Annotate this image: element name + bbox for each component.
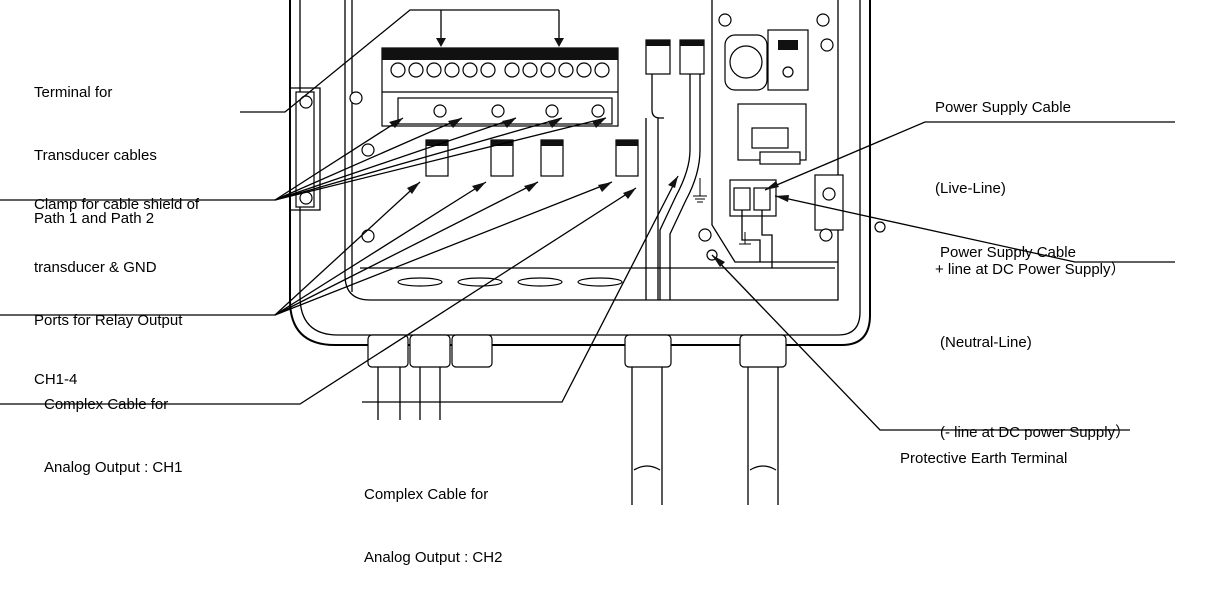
label-line: Transducer cables: [34, 147, 157, 164]
label-power-live: Power Supply Cable (Live-Line) + line at…: [935, 40, 1126, 310]
label-line: Terminal for: [34, 84, 113, 101]
screw-icon: [361, 229, 375, 243]
label-line: Analog Output : CH2: [364, 549, 503, 566]
label-terminal-transducer: Terminal for Transducer cables Path 1 an…: [34, 40, 157, 250]
label-line: (Live-Line): [935, 180, 1006, 197]
label-line: Ports for Relay Output: [34, 312, 183, 329]
label-line: + line at DC Power Supply）: [935, 261, 1126, 278]
label-line: Protective Earth Terminal: [900, 450, 1068, 467]
label-analog-ch1: Complex Cable for Analog Output : CH1: [44, 352, 182, 499]
label-line: Power Supply Cable: [935, 99, 1071, 116]
relay-ports: [425, 139, 639, 177]
label-line: Power Supply Cable: [940, 244, 1076, 261]
enclosure: [289, 0, 886, 346]
label-relay-ports: Ports for Relay Output CH1-4: [34, 268, 182, 408]
label-line: transducer & GND: [34, 259, 157, 276]
label-line: Clamp for cable shield of: [34, 196, 200, 213]
transducer-terminal-block: [381, 9, 619, 127]
screw-icon: [361, 143, 375, 157]
label-line: (- line at DC power Supply）: [940, 424, 1131, 441]
label-protective-earth: Protective Earth Terminal: [900, 406, 1067, 490]
label-line: Complex Cable for: [44, 396, 169, 413]
cable-glands: [367, 334, 787, 505]
label-analog-ch2: Complex Cable for Analog Output : CH2: [364, 442, 502, 589]
label-line: CH1-4: [34, 371, 78, 388]
label-clamp-shield: Clamp for cable shield of transducer & G…: [34, 152, 199, 299]
label-line: Analog Output : CH1: [44, 459, 183, 476]
power-section: [698, 0, 838, 268]
label-power-neutral: Power Supply Cable (Neutral-Line) (- lin…: [940, 178, 1130, 478]
wiring-diagram: [0, 0, 1175, 505]
screw-icon: [349, 91, 363, 105]
label-line: (Neutral-Line): [940, 334, 1032, 351]
label-line: Complex Cable for: [364, 486, 489, 503]
leader-lines: [0, 9, 1175, 431]
analog-connectors: [645, 39, 707, 300]
arrowheads: [389, 118, 789, 267]
label-line: Path 1 and Path 2: [34, 210, 155, 227]
